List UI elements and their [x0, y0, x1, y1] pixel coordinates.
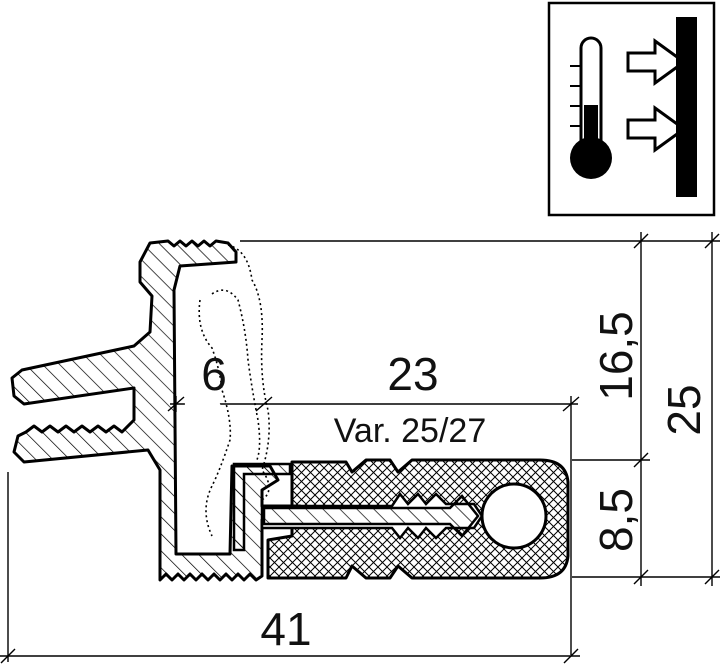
- dimension-25-label: 25: [658, 384, 710, 435]
- variant-label: Var. 25/27: [334, 412, 487, 450]
- wall-icon: [676, 17, 697, 197]
- dimension-8-5-label: 8,5: [590, 488, 642, 552]
- dimension-6-label: 6: [201, 348, 227, 400]
- gasket-outline: [198, 244, 270, 537]
- thermal-insulation-icon: [547, 1, 716, 217]
- insulation-bar: [232, 458, 570, 580]
- dimension-41-label: 41: [260, 603, 311, 655]
- dimension-16-5-label: 16,5: [590, 311, 642, 401]
- frame-profile: [10, 239, 302, 582]
- dimension-23-label: 23: [387, 348, 438, 400]
- heat-arrow-icon: [626, 38, 687, 153]
- dimension-lines: [0, 232, 720, 664]
- thermometer-icon: [570, 36, 612, 179]
